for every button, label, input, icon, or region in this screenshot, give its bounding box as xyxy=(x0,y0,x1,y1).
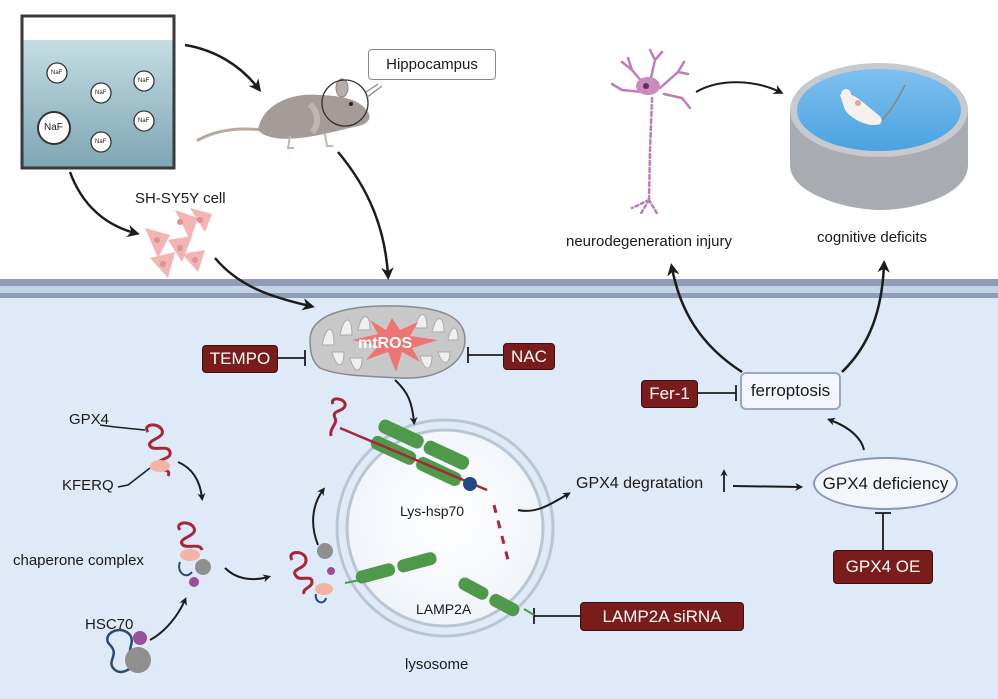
naf-label-large: NaF xyxy=(44,122,63,133)
gpx4-deficiency-node: GPX4 deficiency xyxy=(813,457,958,510)
lysosome-bound-complex xyxy=(289,397,347,604)
arrow-mouse-to-mito xyxy=(337,151,394,280)
nac-inhibitor: NAC xyxy=(503,343,555,370)
naf-label: NaF xyxy=(95,90,107,96)
sh-sy5y-cells xyxy=(145,208,212,278)
arrow-ferroptosis-to-neuron xyxy=(667,263,743,374)
hsc70-label: HSC70 xyxy=(85,616,134,633)
arrow-beaker-to-mouse xyxy=(184,43,262,92)
cell-arrows xyxy=(149,260,890,641)
gpx4-oe-inhibitor: GPX4 OE xyxy=(833,550,933,584)
hippocampus-callout: Hippocampus xyxy=(368,49,496,80)
neuron-illustration xyxy=(610,48,692,217)
naf-label: NaF xyxy=(138,78,150,84)
mitochondrion xyxy=(309,305,466,379)
kferq-label: KFERQ xyxy=(62,477,114,494)
tempo-inhibitor: TEMPO xyxy=(202,345,278,373)
neurodegeneration-label: neurodegeneration injury xyxy=(566,233,732,250)
arrow-neuron-to-maze xyxy=(695,81,784,94)
gpx4-degradation-label: GPX4 degratation xyxy=(576,475,704,492)
arrow-deficiency-to-ferroptosis xyxy=(826,417,865,451)
chaperone-complex-illustration xyxy=(177,521,211,587)
lamp2a-label: LAMP2A xyxy=(416,601,472,617)
naf-label: NaF xyxy=(138,118,150,124)
ferroptosis-node: ferroptosis xyxy=(740,372,841,410)
lysosome-label: lysosome xyxy=(405,656,469,673)
arrow-cells-to-mito xyxy=(214,257,315,311)
lysosome xyxy=(335,418,555,638)
arrow-lysosome-to-degradation xyxy=(517,492,571,512)
arrow-beaker-to-cells xyxy=(68,171,140,238)
mouse-illustration xyxy=(196,78,383,149)
lys-hsp70-label: Lys-hsp70 xyxy=(400,503,465,519)
arrow-mito-to-lysosome xyxy=(394,379,418,426)
lamp2a-sirna-inhibitor: LAMP2A siRNA xyxy=(580,602,744,631)
naf-label: NaF xyxy=(51,70,63,76)
mtros-label: mtROS xyxy=(358,335,413,352)
arrow-complex-to-lysosome xyxy=(224,567,272,583)
arrow-hsc70-to-complex xyxy=(149,597,187,641)
fer1-inhibitor: Fer-1 xyxy=(641,380,698,408)
cell-membrane xyxy=(0,279,998,298)
cognitive-deficits-label: cognitive deficits xyxy=(817,229,928,246)
inhibition-lines xyxy=(278,347,891,624)
mtros-star xyxy=(352,318,438,372)
top-arrows xyxy=(68,43,784,311)
hsc70-illustration xyxy=(106,628,151,674)
gpx4-protein-top xyxy=(99,423,172,488)
arrow-degradation-to-deficiency xyxy=(732,482,804,491)
chaperone-complex-label: chaperone complex xyxy=(13,552,144,569)
gpx4-label: GPX4 xyxy=(69,411,110,428)
arrow-complex-up xyxy=(312,487,325,546)
water-maze-illustration xyxy=(790,63,968,210)
arrow-ferroptosis-to-maze xyxy=(841,260,890,373)
naf-label: NaF xyxy=(95,139,107,145)
sh-sy5y-cell-label: SH-SY5Y cell xyxy=(135,190,226,207)
translocating-gpx4 xyxy=(339,426,510,561)
naf-beaker xyxy=(20,14,176,170)
arrow-gpx4-to-complex xyxy=(177,461,206,502)
